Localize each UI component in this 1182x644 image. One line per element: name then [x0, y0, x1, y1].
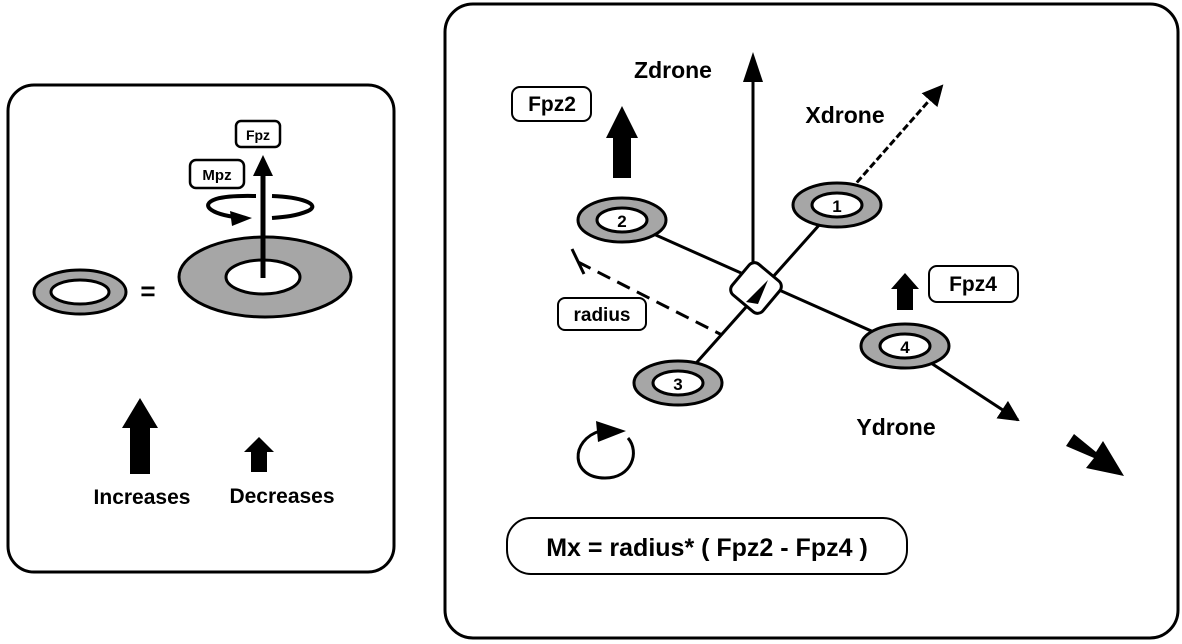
fpz4-label-box: Fpz4: [928, 265, 1019, 303]
fpz4-label: Fpz4: [949, 273, 997, 296]
direction-arrow-icon: [1066, 434, 1124, 476]
rotor-4-label: 4: [900, 338, 910, 357]
decreases-arrow-icon: [244, 437, 274, 472]
radius-tick: [570, 248, 586, 275]
formula-box: Mx = radius* ( Fpz2 - Fpz4 ): [506, 517, 908, 575]
mpz-label-box: Mpz: [188, 158, 246, 190]
rotor-4: 4: [859, 322, 951, 370]
rotation-direction-icon: [576, 421, 635, 480]
main-panel: 1 2 3 4 Zdrone Xdrone Ydrone Fpz2: [443, 2, 1180, 640]
rotor-1-label: 1: [832, 197, 841, 216]
zdrone-label: Zdrone: [634, 57, 712, 83]
xdrone-label: Xdrone: [805, 102, 884, 128]
mpz-label: Mpz: [202, 167, 231, 184]
rotor-2-label: 2: [617, 212, 626, 231]
fpz2-label: Fpz2: [528, 93, 576, 116]
fpz-label: Fpz: [246, 127, 270, 143]
radius-label-box: radius: [557, 297, 647, 331]
rotor-2: 2: [576, 196, 668, 244]
radius-label: radius: [573, 305, 630, 326]
increases-arrow-icon: [122, 398, 158, 474]
rotor-symbol-small: [32, 268, 128, 316]
rotor-3: 3: [632, 359, 724, 407]
z-axis-arrow-icon: [743, 52, 763, 82]
formula-text: Mx = radius* ( Fpz2 - Fpz4 ): [546, 534, 868, 562]
equals-sign: =: [140, 276, 155, 306]
radius-dashed-line: [577, 260, 723, 337]
legend-panel-frame: [6, 83, 396, 574]
rotor-3-label: 3: [673, 375, 682, 394]
decreases-label: Decreases: [229, 485, 334, 508]
fpz-arrow-icon: [253, 155, 273, 176]
fpz4-arrow-icon: [891, 273, 919, 310]
ydrone-label: Ydrone: [856, 414, 935, 440]
drone-body: [729, 261, 783, 315]
legend-panel: = Fpz Mpz Increases Decreases: [6, 83, 396, 574]
fpz-label-box: Fpz: [234, 119, 282, 149]
fpz2-label-box: Fpz2: [511, 86, 592, 122]
rotor-1: 1: [791, 181, 883, 229]
increases-label: Increases: [94, 486, 191, 509]
fpz2-arrow-icon: [606, 106, 638, 178]
mpz-rotation-icon: [206, 193, 315, 226]
